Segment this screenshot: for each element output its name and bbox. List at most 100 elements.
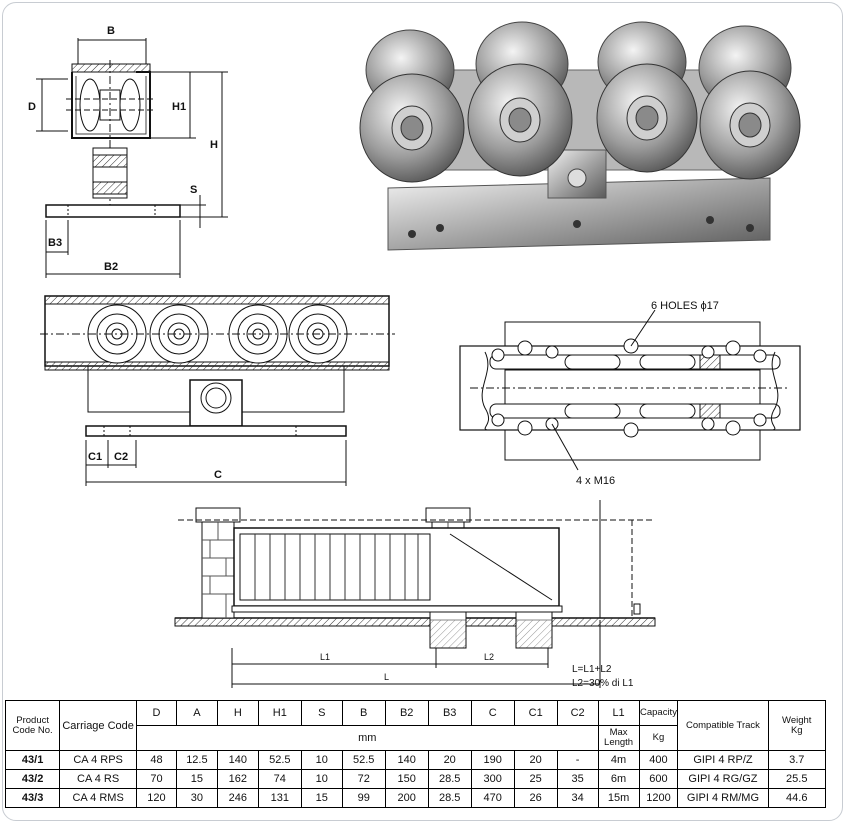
header-dim: S: [300, 700, 343, 726]
cell: 70: [136, 769, 177, 789]
header-kg: Kg: [638, 725, 679, 751]
side-section-view: [36, 38, 228, 278]
track: GIPI 4 RP/Z: [677, 750, 769, 770]
cell: 28.5: [427, 788, 472, 808]
capacity: 400: [638, 750, 679, 770]
cell: -: [556, 750, 599, 770]
cell: 52.5: [257, 750, 302, 770]
cell: 99: [341, 788, 386, 808]
cell: 300: [470, 769, 515, 789]
cell: 246: [216, 788, 259, 808]
weight: 44.6: [767, 788, 826, 808]
header-mm: mm: [136, 725, 599, 751]
dim-b2-label: B2: [104, 261, 118, 273]
dim-h-label: H: [210, 139, 218, 151]
cell: 10: [300, 750, 343, 770]
l2-label: L2: [484, 652, 494, 662]
product-code: 43/2: [4, 769, 61, 789]
front-view: [40, 295, 395, 486]
carriage-code: CA 4 RPS: [59, 750, 138, 770]
cell: 131: [257, 788, 302, 808]
header-track: Compatible Track: [677, 700, 769, 751]
holes-annotation: 6 HOLES ϕ17: [651, 300, 719, 312]
header-dim: C1: [513, 700, 558, 726]
cell: 12.5: [175, 750, 218, 770]
weight: 3.7: [767, 750, 826, 770]
dim-d-label: D: [28, 101, 36, 113]
formula-line-2: L2=30% di L1: [572, 678, 634, 689]
header-capacity: Capacity: [638, 700, 679, 726]
header-dim: C: [470, 700, 515, 726]
top-plan-view: [459, 309, 801, 471]
cell: 25: [513, 769, 558, 789]
product-code: 43/3: [4, 788, 61, 808]
cell: 72: [341, 769, 386, 789]
header-dim: B2: [384, 700, 429, 726]
l-label: L: [384, 672, 389, 682]
dim-c-label: C: [214, 469, 222, 481]
carriage-code: CA 4 RMS: [59, 788, 138, 808]
l1-label: L1: [320, 652, 330, 662]
cell: 200: [384, 788, 429, 808]
carriage-photo: [359, 21, 801, 251]
cell: 150: [384, 769, 429, 789]
carriage-code: CA 4 RS: [59, 769, 138, 789]
max-length: 4m: [597, 750, 640, 770]
table-row: 43/3 CA 4 RMS 120 30 246 131 15 99 200 2…: [4, 788, 826, 808]
cell: 30: [175, 788, 218, 808]
cell: 74: [257, 769, 302, 789]
formula-line-1: L=L1+L2: [572, 664, 612, 675]
cell: 140: [216, 750, 259, 770]
header-l1: L1: [597, 700, 640, 726]
dim-b3-label: B3: [48, 237, 62, 249]
dim-s-label: S: [190, 184, 197, 196]
dim-c2-label: C2: [114, 451, 128, 463]
header-dim: B: [341, 700, 386, 726]
m16-annotation: 4 x M16: [576, 475, 615, 487]
max-length: 15m: [597, 788, 640, 808]
cell: 15: [300, 788, 343, 808]
cell: 470: [470, 788, 515, 808]
cell: 52.5: [341, 750, 386, 770]
cell: 28.5: [427, 769, 472, 789]
max-length: 6m: [597, 769, 640, 789]
cell: 162: [216, 769, 259, 789]
cell: 35: [556, 769, 599, 789]
product-code: 43/1: [4, 750, 61, 770]
header-dim: A: [175, 700, 218, 726]
header-dim: H1: [257, 700, 302, 726]
cell: 140: [384, 750, 429, 770]
cell: 190: [470, 750, 515, 770]
dim-b-label: B: [107, 25, 115, 37]
header-dim: D: [136, 700, 177, 726]
technical-drawing: B D H1 H S B3 B2: [28, 21, 801, 689]
header-dim: C2: [556, 700, 599, 726]
cell: 20: [427, 750, 472, 770]
dim-c1-label: C1: [88, 451, 102, 463]
cell: 10: [300, 769, 343, 789]
table-row: 43/1 CA 4 RPS 48 12.5 140 52.5 10 52.5 1…: [4, 750, 826, 770]
header-carriage: Carriage Code: [59, 700, 138, 751]
capacity: 600: [638, 769, 679, 789]
header-dim: B3: [427, 700, 472, 726]
cell: 26: [513, 788, 558, 808]
gate-installation-view: [174, 500, 656, 688]
capacity: 1200: [638, 788, 679, 808]
cell: 15: [175, 769, 218, 789]
cell: 120: [136, 788, 177, 808]
header-dim: H: [216, 700, 259, 726]
track: GIPI 4 RM/MG: [677, 788, 769, 808]
cell: 34: [556, 788, 599, 808]
cell: 20: [513, 750, 558, 770]
cell: 48: [136, 750, 177, 770]
table-row: 43/2 CA 4 RS 70 15 162 74 10 72 150 28.5…: [4, 769, 826, 789]
track: GIPI 4 RG/GZ: [677, 769, 769, 789]
weight: 25.5: [767, 769, 826, 789]
dim-h1-label: H1: [172, 101, 186, 113]
